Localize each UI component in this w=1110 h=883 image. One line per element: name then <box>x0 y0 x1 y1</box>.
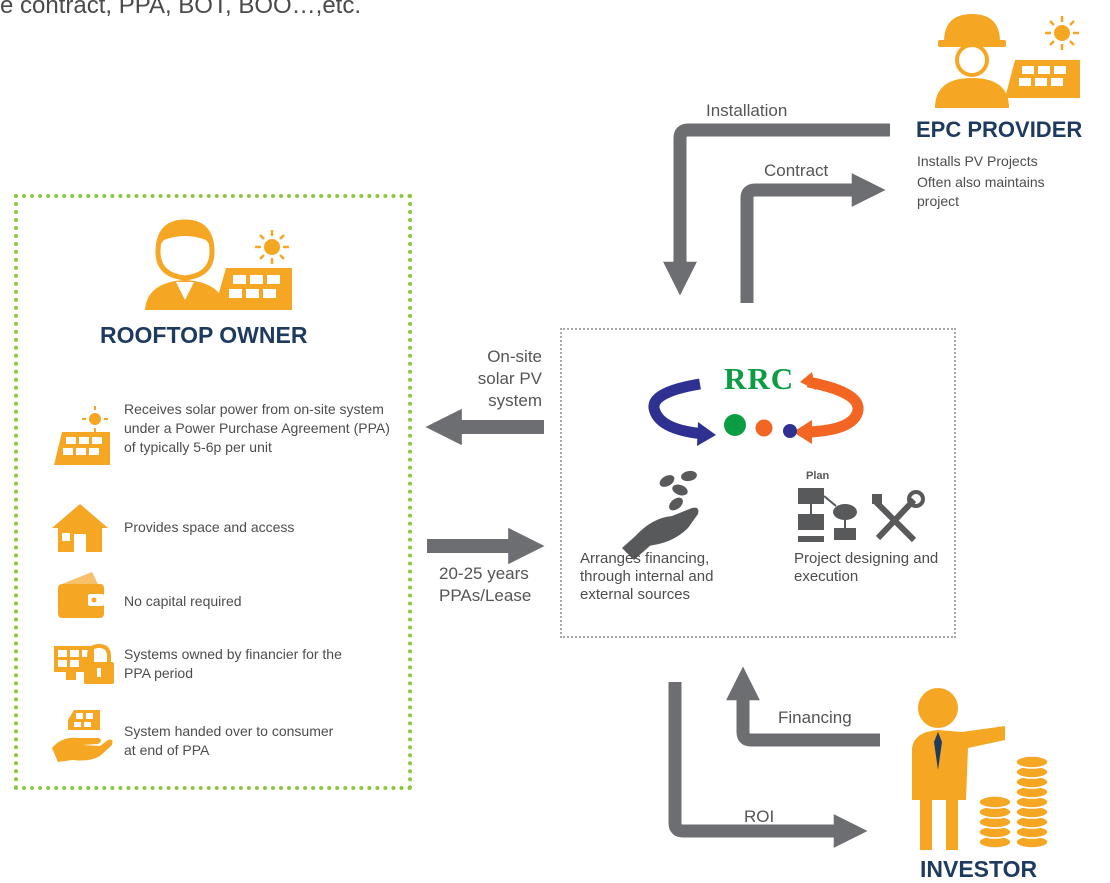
epc-line-1: Installs PV Projects <box>917 153 1038 169</box>
rooftop-owner-title: ROOFTOP OWNER <box>100 322 308 348</box>
panel-lock-icon <box>54 643 114 684</box>
roi-label: ROI <box>744 807 775 826</box>
financing-label: Financing <box>778 708 852 727</box>
investor-title: INVESTOR <box>920 856 1038 882</box>
onsite-label: On-site solar PV system <box>477 347 542 410</box>
contract-label: Contract <box>764 161 829 180</box>
house-icon <box>52 504 108 552</box>
owner-item-2: Provides space and access <box>124 519 295 535</box>
rrc-design-text: Project designing and execution <box>794 550 939 585</box>
wallet-icon <box>58 572 104 618</box>
epc-provider-title: EPC PROVIDER <box>916 117 1083 142</box>
rooftop-owner-icon <box>145 219 292 310</box>
plan-flowchart-icon <box>798 488 857 542</box>
investor-icon <box>912 688 1049 850</box>
rooftop-owner-box <box>14 194 412 790</box>
owner-item-1: Receives solar power from on-site system… <box>124 401 390 455</box>
epc-description: Installs PV Projects Often also maintain… <box>917 152 1087 211</box>
header-text: e contract, PPA, BOT, BOO…,etc. <box>0 0 362 19</box>
epc-worker-icon <box>935 14 1080 108</box>
rrc-box <box>560 328 956 638</box>
rrc-cycle-icon <box>648 372 864 446</box>
contract-arrow <box>740 173 886 303</box>
hand-panel-icon <box>52 710 113 762</box>
tools-icon <box>872 490 925 543</box>
owner-item-4: Systems owned by financier for the PPA p… <box>124 646 342 681</box>
installation-label: Installation <box>706 101 788 120</box>
rrc-logo-text: RRC <box>724 361 795 396</box>
owner-item-5: System handed over to consumer at end of… <box>124 723 334 758</box>
financing-arrow <box>726 666 880 747</box>
roi-arrow <box>668 682 868 848</box>
plan-label: Plan <box>806 470 830 482</box>
epc-line-2: Often also maintains project <box>917 174 1045 209</box>
rrc-financing-text: Arranges financing, through internal and… <box>580 550 714 603</box>
installation-arrow <box>663 123 890 296</box>
solar-panel-sun-icon <box>54 406 110 465</box>
hand-coins-icon <box>622 470 699 560</box>
ppa-label: 20-25 years PPAs/Lease <box>439 564 532 605</box>
owner-item-3: No capital required <box>124 593 242 609</box>
